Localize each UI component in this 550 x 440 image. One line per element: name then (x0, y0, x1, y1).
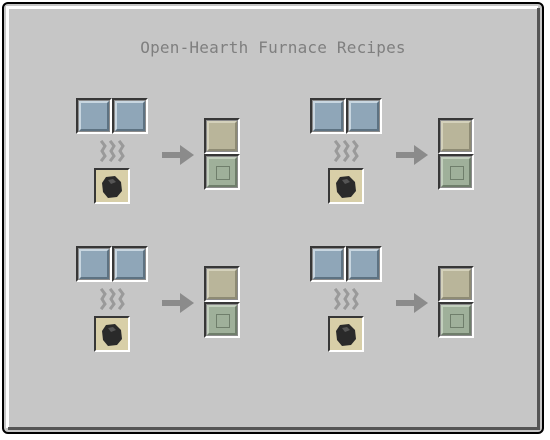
input-slot[interactable] (112, 98, 148, 134)
heat-waves-icon (328, 139, 364, 163)
heat-waves-icon (94, 287, 130, 311)
recipe-2 (310, 98, 490, 208)
coal-icon (331, 319, 361, 349)
output-slot[interactable] (438, 154, 474, 190)
coal-icon (331, 171, 361, 201)
output-slot[interactable] (438, 302, 474, 338)
glass-tile-icon (115, 101, 145, 131)
recipe-1 (76, 98, 256, 208)
arrow-right-icon (160, 292, 196, 314)
page-title: Open-Hearth Furnace Recipes (140, 38, 406, 57)
metal-plate-icon (441, 121, 471, 151)
fuel-slot[interactable] (94, 316, 130, 352)
recipe-panel: Open-Hearth Furnace Recipes (2, 2, 544, 434)
steel-block-icon (441, 305, 471, 335)
glass-tile-icon (313, 249, 343, 279)
output-slot[interactable] (204, 266, 240, 302)
fuel-slot[interactable] (94, 168, 130, 204)
steel-block-icon (207, 157, 237, 187)
recipe-3 (76, 246, 256, 356)
metal-plate-icon (441, 269, 471, 299)
metal-plate-icon (207, 121, 237, 151)
steel-block-icon (207, 305, 237, 335)
output-slot[interactable] (438, 118, 474, 154)
arrow-right-icon (394, 292, 430, 314)
output-slot[interactable] (204, 302, 240, 338)
output-slot[interactable] (204, 154, 240, 190)
steel-block-icon (441, 157, 471, 187)
input-slot[interactable] (346, 246, 382, 282)
heat-waves-icon (94, 139, 130, 163)
arrow-right-icon (160, 144, 196, 166)
input-slot[interactable] (310, 98, 346, 134)
glass-tile-icon (79, 249, 109, 279)
glass-tile-icon (349, 249, 379, 279)
output-slot[interactable] (438, 266, 474, 302)
glass-tile-icon (115, 249, 145, 279)
recipe-4 (310, 246, 490, 356)
input-slot[interactable] (112, 246, 148, 282)
arrow-right-icon (394, 144, 430, 166)
input-slot[interactable] (310, 246, 346, 282)
fuel-slot[interactable] (328, 168, 364, 204)
input-slot[interactable] (346, 98, 382, 134)
metal-plate-icon (207, 269, 237, 299)
input-slot[interactable] (76, 98, 112, 134)
coal-icon (97, 171, 127, 201)
heat-waves-icon (328, 287, 364, 311)
glass-tile-icon (313, 101, 343, 131)
glass-tile-icon (79, 101, 109, 131)
glass-tile-icon (349, 101, 379, 131)
input-slot[interactable] (76, 246, 112, 282)
coal-icon (97, 319, 127, 349)
output-slot[interactable] (204, 118, 240, 154)
fuel-slot[interactable] (328, 316, 364, 352)
